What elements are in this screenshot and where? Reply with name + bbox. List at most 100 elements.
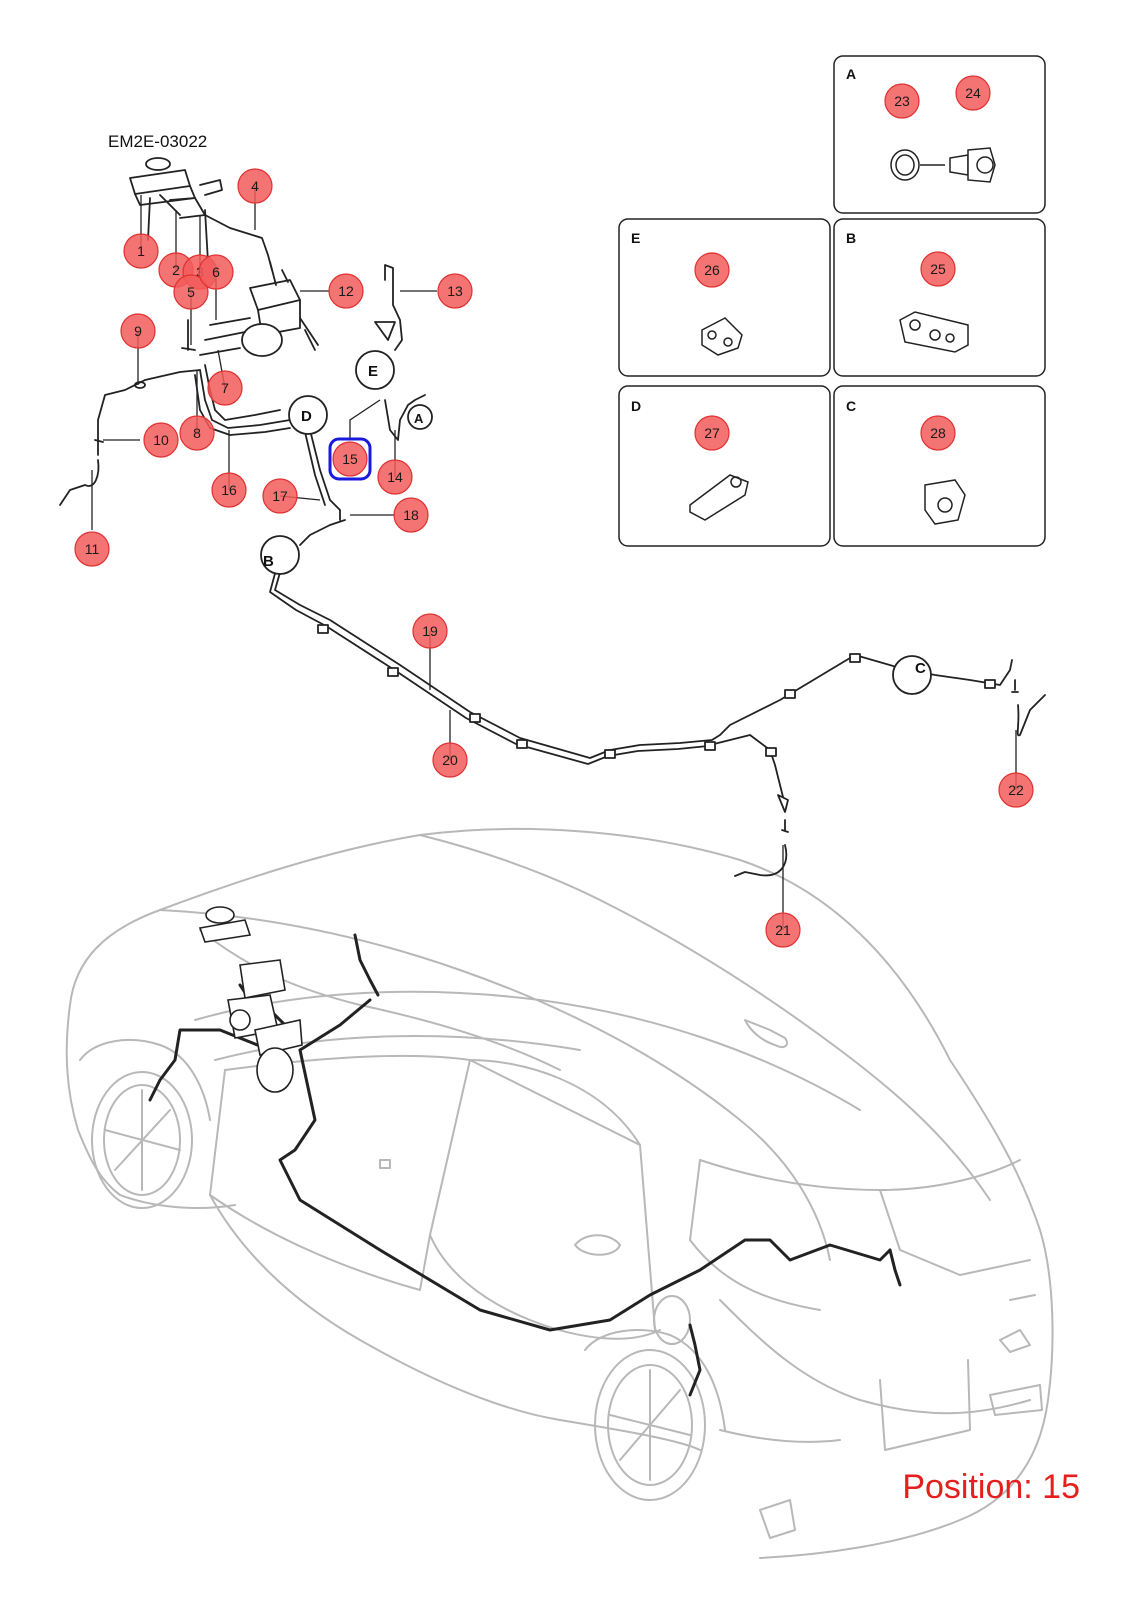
callout-24[interactable]: 24 — [955, 75, 991, 111]
callout-number: 17 — [272, 488, 288, 504]
callout-circle — [328, 273, 364, 309]
callout-circle — [432, 742, 468, 778]
callout-number: 28 — [930, 425, 946, 441]
callout-circle — [173, 274, 209, 310]
callout-number: 14 — [387, 469, 403, 485]
svg-text:E: E — [368, 363, 378, 380]
callout-circle — [179, 415, 215, 451]
callout-number: 18 — [403, 507, 419, 523]
detail-panel-D: D — [618, 385, 831, 547]
svg-text:B: B — [263, 553, 274, 570]
detail-panel-E: E — [618, 218, 831, 377]
callout-number: 21 — [775, 922, 791, 938]
callout-10[interactable]: 10 — [143, 422, 179, 458]
callout-number: 23 — [894, 93, 910, 109]
callout-circle — [262, 478, 298, 514]
svg-text:A: A — [414, 411, 424, 426]
callout-circle — [377, 459, 413, 495]
detail-panel-C: C — [833, 385, 1046, 547]
diagram-code: EM2E-03022 — [108, 132, 208, 151]
callout-27[interactable]: 27 — [694, 415, 730, 451]
callout-1[interactable]: 1 — [123, 233, 159, 269]
callout-number: 24 — [965, 85, 981, 101]
callout-number: 2 — [172, 262, 180, 278]
callout-layer: 1234567891011121314151617181920212223242… — [74, 75, 1034, 948]
callout-number: 7 — [221, 380, 229, 396]
callout-8[interactable]: 8 — [179, 415, 215, 451]
callout-28[interactable]: 28 — [920, 415, 956, 451]
callout-circle — [120, 313, 156, 349]
callout-circle — [74, 531, 110, 567]
callout-number: 1 — [137, 243, 145, 259]
callout-number: 22 — [1008, 782, 1024, 798]
callout-5[interactable]: 5 — [173, 274, 209, 310]
parts-line-art — [59, 157, 1046, 877]
callout-21[interactable]: 21 — [765, 912, 801, 948]
callout-number: 26 — [704, 262, 720, 278]
detail-marker-C[interactable]: C — [892, 655, 932, 695]
callout-number: 19 — [422, 623, 438, 639]
callout-circle — [998, 772, 1034, 808]
callout-number: 4 — [251, 178, 259, 194]
callout-18[interactable]: 18 — [393, 497, 429, 533]
svg-text:D: D — [301, 408, 312, 425]
callout-circle — [920, 251, 956, 287]
callout-circle — [955, 75, 991, 111]
callout-number: 10 — [153, 432, 169, 448]
svg-text:A: A — [846, 66, 856, 82]
callout-number: 27 — [704, 425, 720, 441]
callout-circle — [207, 370, 243, 406]
callout-11[interactable]: 11 — [74, 531, 110, 567]
callout-20[interactable]: 20 — [432, 742, 468, 778]
car-engine-bay — [198, 906, 303, 1093]
detail-panel-A: A — [833, 55, 1046, 214]
callout-19[interactable]: 19 — [412, 613, 448, 649]
detail-marker-D[interactable]: D — [288, 395, 328, 435]
callout-circle — [884, 83, 920, 119]
detail-panel-B: B — [833, 218, 1046, 377]
svg-text:E: E — [631, 230, 640, 246]
callout-number: 8 — [193, 425, 201, 441]
callout-13[interactable]: 13 — [437, 273, 473, 309]
svg-text:D: D — [631, 398, 641, 414]
callout-circle — [437, 273, 473, 309]
callout-number: 25 — [930, 261, 946, 277]
callout-circle — [412, 613, 448, 649]
callout-circle — [920, 415, 956, 451]
callout-22[interactable]: 22 — [998, 772, 1034, 808]
car-outline — [65, 827, 1054, 1559]
callout-number: 15 — [342, 451, 358, 467]
callout-26[interactable]: 26 — [694, 252, 730, 288]
callout-circle — [237, 168, 273, 204]
callout-6[interactable]: 6 — [198, 254, 234, 290]
detail-markers: E A D B C — [260, 350, 932, 695]
callout-number: 6 — [212, 264, 220, 280]
detail-marker-E[interactable]: E — [355, 350, 395, 390]
callout-circle — [765, 912, 801, 948]
callout-7[interactable]: 7 — [207, 370, 243, 406]
callout-circle — [198, 254, 234, 290]
callout-number: 12 — [338, 283, 354, 299]
callout-15[interactable]: 15 — [328, 437, 372, 481]
callout-16[interactable]: 16 — [211, 472, 247, 508]
callout-circle — [123, 233, 159, 269]
callout-12[interactable]: 12 — [328, 273, 364, 309]
callout-14[interactable]: 14 — [377, 459, 413, 495]
callout-23[interactable]: 23 — [884, 83, 920, 119]
detail-marker-A[interactable]: A — [407, 404, 433, 430]
callout-17[interactable]: 17 — [262, 478, 298, 514]
svg-text:C: C — [915, 660, 926, 677]
callout-25[interactable]: 25 — [920, 251, 956, 287]
detail-marker-B[interactable]: B — [260, 535, 300, 575]
callout-circle — [143, 422, 179, 458]
svg-text:C: C — [846, 398, 856, 414]
callout-number: 20 — [442, 752, 458, 768]
selected-highlight — [328, 437, 372, 481]
position-label: Position: 15 — [902, 1468, 1080, 1506]
callout-4[interactable]: 4 — [237, 168, 273, 204]
callout-number: 16 — [221, 482, 237, 498]
callout-circle — [694, 252, 730, 288]
callout-9[interactable]: 9 — [120, 313, 156, 349]
callout-circle — [694, 415, 730, 451]
